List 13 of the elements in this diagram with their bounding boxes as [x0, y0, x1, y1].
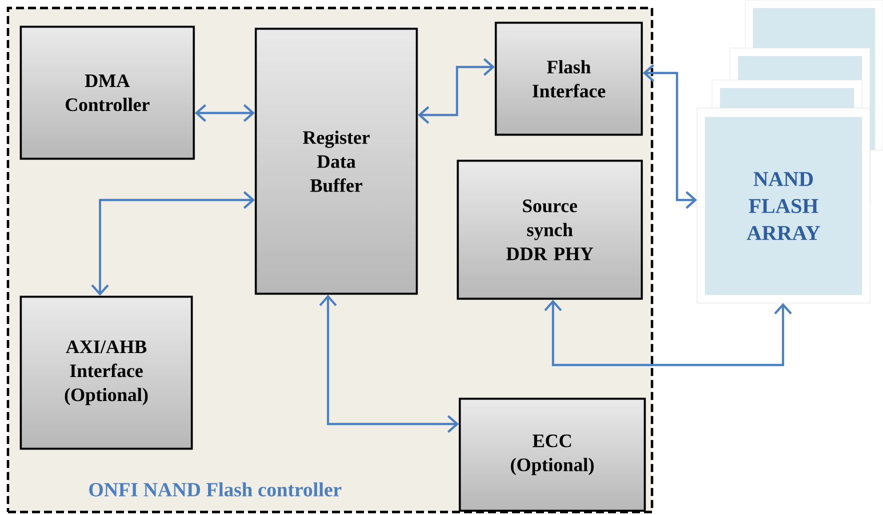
block-box: ECC (Optional) [458, 398, 646, 512]
arrow [642, 64, 697, 209]
arrow [418, 58, 495, 124]
block-box: Register Data Buffer [254, 28, 418, 295]
block-box: AXI/AHB Interface (Optional) [20, 296, 193, 450]
arrow [91, 191, 255, 296]
arrow [194, 104, 255, 122]
arrow [544, 300, 792, 366]
block-box: Source synch DDR PHY [456, 160, 643, 300]
block-box: DMA Controller [20, 26, 195, 160]
arrow [319, 294, 459, 433]
block-box: Flash Interface [494, 22, 643, 136]
memory-card-stack: NAND FLASH ARRAY [696, 0, 883, 304]
